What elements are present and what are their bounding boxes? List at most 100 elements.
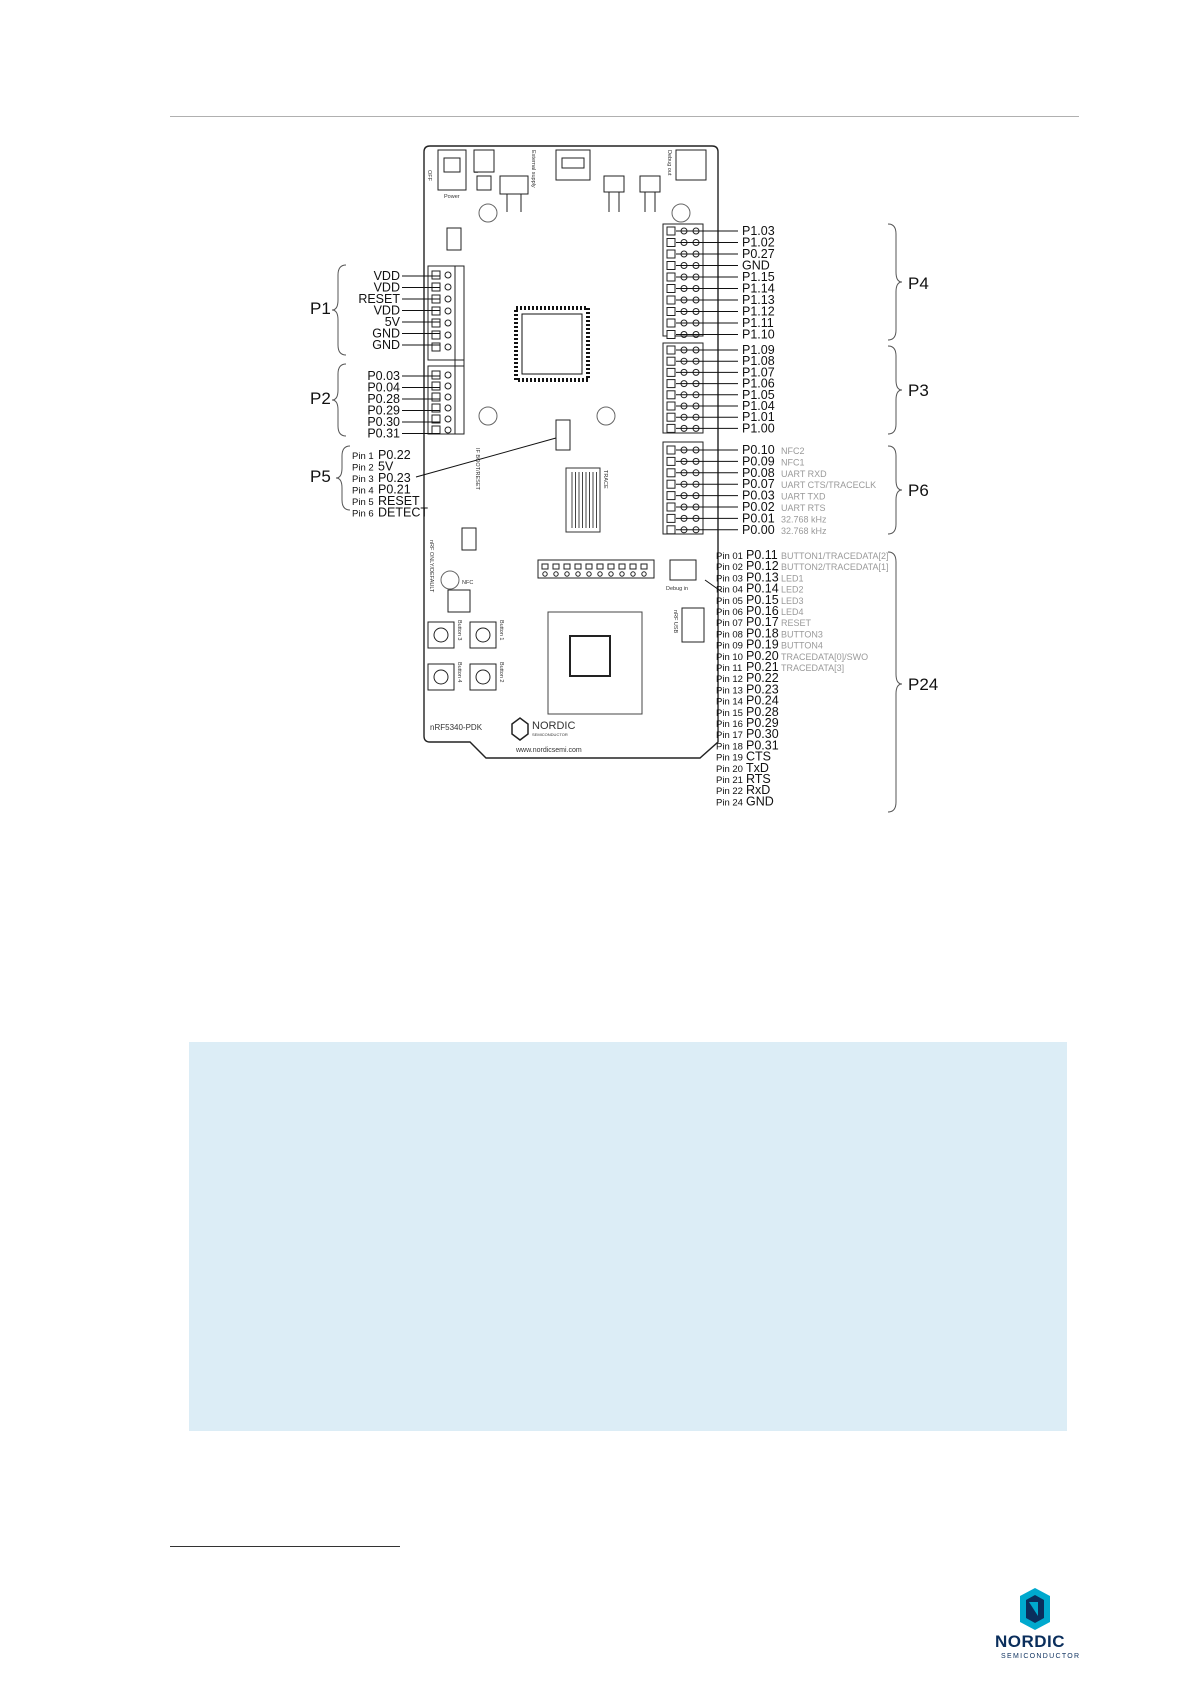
header-pad [666, 445, 676, 455]
silk-power: Power [444, 194, 460, 200]
p24-pin-signal: P0.28 [746, 705, 779, 719]
header-pad [666, 318, 676, 328]
header-pad [666, 367, 676, 377]
p6-name: P6 [908, 481, 929, 500]
header-pad [444, 382, 452, 390]
header-pad [666, 456, 676, 466]
header-pad [574, 563, 582, 570]
header-pad [444, 371, 452, 379]
header-rule [170, 116, 1079, 117]
p24-pin-num: Pin 17 [716, 730, 743, 741]
pin-label: P1.03 [742, 224, 775, 238]
p24-pin-num: Pin 24 [716, 797, 743, 808]
p24-pin-note: BUTTON1/TRACEDATA[2] [781, 551, 889, 561]
p2-pin-label: P0.03 [367, 369, 400, 383]
p3-brace [887, 345, 903, 435]
p1-pin-label: 5V [385, 315, 401, 329]
p24-pin-note: LED4 [781, 607, 804, 617]
p24-pin-note: RESET [781, 618, 812, 628]
p24-name: P24 [908, 675, 938, 694]
p24-pin-num: Pin 12 [716, 674, 743, 685]
header-pad [596, 563, 604, 570]
p24-pin-note: BUTTON4 [781, 641, 823, 651]
p2-pin-label: P0.04 [367, 381, 400, 395]
p24-pin-signal: P0.23 [746, 682, 779, 696]
header-pad [444, 271, 452, 279]
board-nordic-logo [511, 717, 529, 741]
p6-pin-signal: P0.03 [742, 489, 775, 503]
header-pad [431, 270, 441, 280]
p24-pin-num: Pin 07 [716, 618, 743, 629]
header-pad [641, 571, 647, 577]
header-pad [585, 563, 593, 570]
p6-pin-signal: P0.08 [742, 466, 775, 480]
p24-pin-num: Pin 18 [716, 741, 743, 752]
p24-pin-num: Pin 21 [716, 775, 743, 786]
p5-pin-signal: DETECT [378, 506, 428, 520]
pin-label: P1.02 [742, 236, 775, 250]
p24-pin-signal: P0.15 [746, 593, 779, 607]
p24-pin-signal: P0.13 [746, 570, 779, 584]
p24-pin-note: LED2 [781, 585, 804, 595]
pin-label: P1.06 [742, 377, 775, 391]
p6-brace [887, 445, 903, 535]
p5-pin-num: Pin 3 [352, 474, 374, 485]
ext-supply-header [499, 175, 529, 195]
p24-pin-num: Pin 09 [716, 641, 743, 652]
p6-pin-note: 32.768 kHz [781, 526, 827, 536]
header-pad [666, 525, 676, 535]
silk-button3: Button 3 [456, 620, 462, 641]
silk-button2: Button 2 [498, 662, 504, 683]
p24-pin-signal: P0.31 [746, 738, 779, 752]
pin-label: P1.10 [742, 328, 775, 342]
p24-pin-num: Pin 14 [716, 697, 743, 708]
pin-label: P1.00 [742, 421, 775, 435]
p6-pin-signal: P0.02 [742, 500, 775, 514]
header-pad [666, 238, 676, 247]
pin-label: P1.08 [742, 354, 775, 368]
header-pad [444, 393, 452, 401]
p24-pin-note: LED3 [781, 596, 804, 606]
header-pad [666, 330, 676, 339]
p24-pin-signal: CTS [746, 750, 771, 764]
p24-pin-note: TRACEDATA[3] [781, 663, 844, 673]
p24-pin-signal: P0.29 [746, 716, 779, 730]
header-pad [666, 502, 676, 512]
p24-pin-num: Pin 04 [716, 585, 743, 596]
pin-label: P1.04 [742, 399, 775, 413]
p24-pin-note: LED1 [781, 573, 804, 583]
header-pad [666, 284, 676, 293]
p24-pin-signal: GND [746, 794, 774, 808]
debug-out-header [675, 149, 707, 181]
header-pad [444, 295, 452, 303]
header-pad [541, 563, 549, 570]
header-pad [666, 468, 676, 478]
p24-pin-signal: P0.17 [746, 615, 779, 629]
header-pad [431, 381, 441, 391]
silk-debug-out: Debug out [666, 150, 672, 176]
header-pad [666, 379, 676, 389]
note-box [189, 1042, 1067, 1431]
p24-pin-num: Pin 19 [716, 753, 743, 764]
pin-label: P0.27 [742, 247, 775, 261]
board-brand-sub: SEMICONDUCTOR [532, 732, 568, 737]
header-pad [553, 571, 559, 577]
p24-pin-signal: P0.21 [746, 660, 779, 674]
p4-name: P4 [908, 274, 929, 293]
p6-pin-note: UART CTS/TRACECLK [781, 480, 876, 490]
header-pad [666, 479, 676, 489]
p24-pin-num: Pin 22 [716, 786, 743, 797]
header-pad [666, 249, 676, 259]
header-pad [431, 425, 441, 435]
p24-pin-signal: P0.11 [746, 548, 778, 562]
p24-pin-signal: RTS [746, 772, 771, 786]
interface-mcu [569, 635, 611, 677]
silk-nrf-only: nRF ONLY/DEFAULT [428, 540, 434, 593]
header-pad [552, 563, 560, 570]
p6-pin-note: 32.768 kHz [781, 514, 827, 524]
